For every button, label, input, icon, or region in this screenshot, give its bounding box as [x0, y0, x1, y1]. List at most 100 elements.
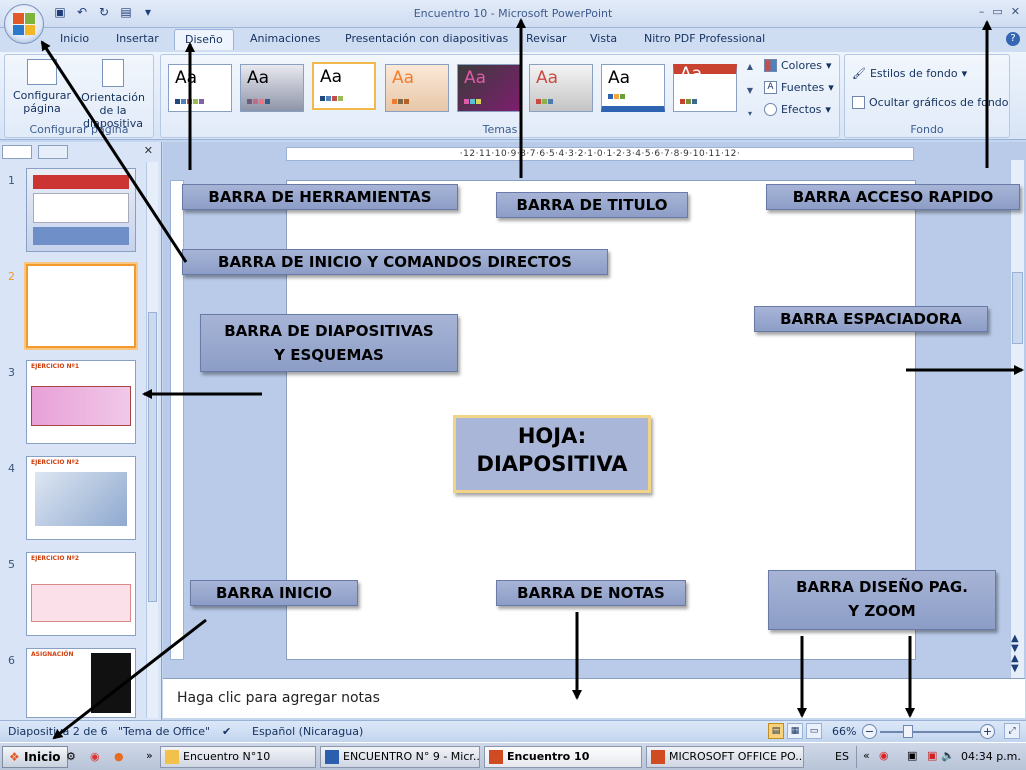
editor-vertical-scrollbar[interactable] [1010, 160, 1024, 680]
notes-pane[interactable]: Haga clic para agregar notas [163, 678, 1025, 718]
redo-icon[interactable]: ↻ [98, 5, 110, 19]
page-setup-icon [27, 59, 57, 85]
efectos-button[interactable]: Efectos ▾ [764, 103, 831, 116]
annotation-titulo: BARRA DE TITULO [496, 192, 688, 218]
background-styles-icon: 🖌 [852, 67, 866, 80]
annotation-diseno-zoom: BARRA DISEÑO PAG. Y ZOOM [768, 570, 996, 630]
start-button[interactable]: ❖ Inicio [2, 746, 68, 768]
slide-thumbnail-2[interactable] [26, 264, 136, 348]
themes-scroll[interactable]: ▲▼▾ [746, 62, 754, 118]
slide-number: 5 [8, 558, 15, 571]
notes-placeholder: Haga clic para agregar notas [177, 690, 380, 706]
orientacion-button[interactable]: Orientación de la diapositiva [75, 59, 151, 130]
firefox-icon[interactable]: ● [114, 750, 124, 763]
editor-scroll-thumb[interactable] [1012, 272, 1023, 344]
office-button[interactable] [4, 4, 44, 44]
colores-button[interactable]: Colores ▾ [764, 59, 832, 72]
more-icon[interactable]: » [146, 749, 153, 762]
slide-thumbnail-3[interactable]: EJERCICIO Nº1 [26, 360, 136, 444]
help-icon[interactable]: ? [1006, 32, 1020, 46]
quicklaunch-icon[interactable]: ⚙ [66, 750, 76, 763]
zoom-slider[interactable] [880, 731, 980, 733]
customize-qat-icon[interactable]: ▾ [144, 5, 152, 19]
estilos-fondo-button[interactable]: 🖌Estilos de fondo ▾ [852, 67, 968, 80]
tab-nitro[interactable]: Nitro PDF Professional [644, 32, 766, 45]
save-icon[interactable]: ▣ [54, 5, 66, 19]
taskbar-item-word[interactable]: ENCUENTRO N° 9 - Micr... [320, 746, 480, 768]
language-indicator[interactable]: Español (Nicaragua) [252, 725, 364, 738]
theme-thumbnail[interactable]: Aa [240, 64, 304, 112]
tab-insertar[interactable]: Insertar [116, 32, 159, 45]
fit-window-button[interactable]: ⤢ [1004, 723, 1020, 739]
panel-scroll-thumb[interactable] [148, 312, 157, 602]
group-label-fondo: Fondo [910, 123, 944, 136]
volume-icon[interactable]: 🔈 [941, 749, 955, 762]
theme-thumbnail[interactable]: Aa [601, 64, 665, 112]
folder-icon [165, 750, 179, 764]
slide-thumbnail-4[interactable]: EJERCICIO Nº2 [26, 456, 136, 540]
slide-nav-arrows[interactable]: ▲▼▲▼ [1011, 633, 1019, 674]
spellcheck-icon[interactable]: ✔ [222, 725, 232, 738]
tab-vista[interactable]: Vista [590, 32, 618, 45]
zoom-in-button[interactable]: + [980, 724, 995, 739]
open-icon[interactable]: ▤ [120, 5, 132, 19]
close-button[interactable]: ✕ [1010, 5, 1020, 18]
chrome-icon[interactable]: ◉ [90, 750, 100, 763]
tab-animaciones[interactable]: Animaciones [250, 32, 321, 45]
fonts-icon: A [764, 81, 777, 94]
tab-outline[interactable] [38, 145, 68, 159]
slide-thumbnail-5[interactable]: EJERCICIO Nº2 [26, 552, 136, 636]
tab-presentacion[interactable]: Presentación con diapositivas [345, 32, 509, 45]
slide-sorter-button[interactable]: ▦ [787, 723, 803, 739]
taskbar-item-folder[interactable]: Encuentro N°10 [160, 746, 316, 768]
tab-revisar[interactable]: Revisar [526, 32, 567, 45]
zoom-out-button[interactable]: − [862, 724, 877, 739]
windows-logo-icon: ❖ [9, 750, 20, 764]
normal-view-button[interactable]: ▤ [768, 723, 784, 739]
window-title: Encuentro 10 - Microsoft PowerPoint [413, 7, 613, 20]
slideshow-button[interactable]: ▭ [806, 723, 822, 739]
close-panel-icon[interactable]: ✕ [143, 144, 153, 157]
theme-thumbnail[interactable]: Aa [168, 64, 232, 112]
colors-icon [764, 59, 777, 72]
slide-thumbnail-6[interactable]: ASIGNACIÓN [26, 648, 136, 718]
taskbar-item-pp2[interactable]: MICROSOFT OFFICE PO... [646, 746, 804, 768]
undo-icon[interactable]: ↶ [76, 5, 88, 19]
ocultar-graficos-checkbox[interactable]: Ocultar gráficos de fondo [852, 96, 1009, 109]
zoom-slider-knob[interactable] [903, 725, 913, 738]
group-label-temas: Temas [482, 123, 518, 136]
maximize-button[interactable]: ▭ [992, 5, 1003, 18]
annotation-hoja: HOJA: DIAPOSITIVA [453, 415, 651, 493]
quick-access-toolbar: ▣ ↶ ↻ ▤ ▾ [52, 5, 156, 19]
office-logo-icon [13, 13, 35, 35]
word-icon [325, 750, 339, 764]
tab-diseno[interactable]: Diseño [174, 29, 234, 50]
theme-name: "Tema de Office" [118, 725, 211, 738]
tab-inicio[interactable]: Inicio [60, 32, 90, 45]
theme-thumbnail[interactable]: Aa [457, 64, 521, 112]
annotation-inicio-comandos: BARRA DE INICIO Y COMANDOS DIRECTOS [182, 249, 608, 275]
slide-number: 4 [8, 462, 15, 475]
taskbar-item-powerpoint[interactable]: Encuentro 10 [484, 746, 642, 768]
network-icon[interactable]: ▣ [907, 749, 918, 762]
status-bar: Diapositiva 2 de 6 "Tema de Office" ✔ Es… [0, 720, 1026, 742]
group-label-configurar: Configurar página [29, 123, 129, 136]
alert-icon[interactable]: ▣ [927, 749, 938, 762]
zoom-level[interactable]: 66% [832, 725, 857, 738]
theme-thumbnail-selected[interactable]: Aa [312, 62, 376, 110]
slide-number: 3 [8, 366, 15, 379]
minimize-button[interactable]: – [978, 5, 985, 18]
theme-thumbnail[interactable]: Aa [673, 64, 737, 112]
configurar-pagina-button[interactable]: Configurar página [11, 59, 73, 115]
language-tray[interactable]: ES [835, 750, 849, 763]
theme-thumbnail[interactable]: Aa [529, 64, 593, 112]
panel-scrollbar[interactable] [146, 162, 158, 718]
annotation-herramientas: BARRA DE HERRAMIENTAS [182, 184, 458, 210]
slide-thumbnail-1[interactable] [26, 168, 136, 252]
tray-app-icon[interactable]: ◉ [879, 749, 889, 762]
tray-arrow-icon[interactable]: « [863, 749, 870, 762]
tab-slides[interactable] [2, 145, 32, 159]
theme-thumbnail[interactable]: Aa [385, 64, 449, 112]
taskbar: ❖ Inicio ⚙ ◉ ● » Encuentro N°10 ENCUENTR… [0, 742, 1026, 770]
